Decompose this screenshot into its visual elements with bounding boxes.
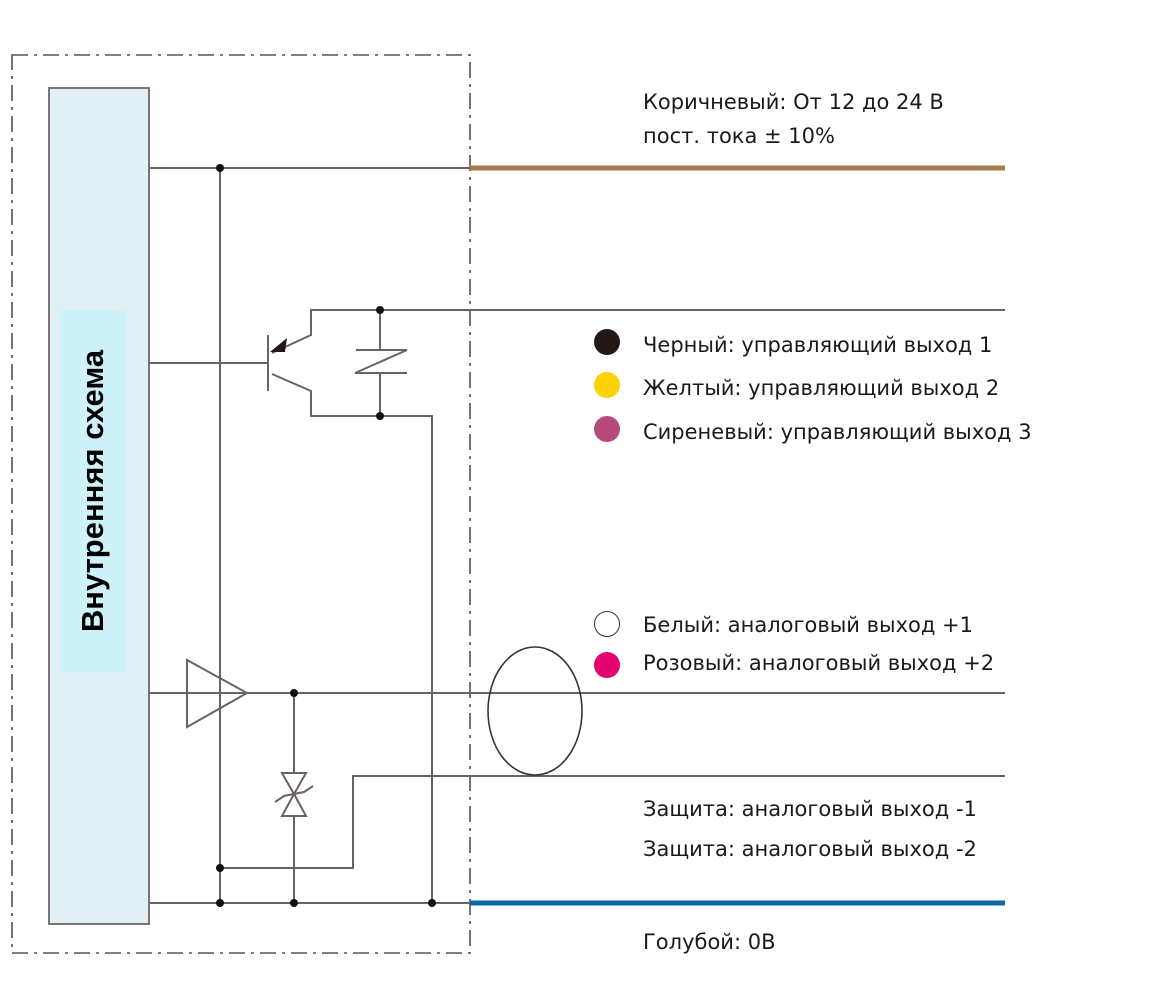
lilac-wire-dot-icon xyxy=(594,416,620,442)
control-output-2-label: Желтый: управляющий выход 2 xyxy=(643,376,1000,400)
analog-output-2-label: Розовый: аналоговый выход +2 xyxy=(643,651,995,675)
emitter-wire xyxy=(271,309,1005,354)
brown-wire-label-line1: Коричневый: От 12 до 24 В xyxy=(643,90,944,114)
brown-wire-label-line2: пост. тока ± 10% xyxy=(643,124,835,148)
blue-wire-label: Голубой: 0В xyxy=(643,930,776,954)
junction-dot xyxy=(428,899,436,907)
pink-wire-dot-icon xyxy=(594,652,620,678)
junction-dot xyxy=(290,899,298,907)
junction-dot xyxy=(376,412,384,420)
white-wire-dot-icon xyxy=(594,611,620,637)
amplifier-icon xyxy=(186,658,250,729)
transistor-arrow-icon xyxy=(270,338,287,352)
protection-element-icon xyxy=(354,349,408,374)
internal-circuit-label: Внутренняя схема xyxy=(75,349,110,633)
yellow-wire-dot-icon xyxy=(594,372,620,398)
analog-output-1-label: Белый: аналоговый выход +1 xyxy=(643,613,974,637)
black-wire-dot-icon xyxy=(594,329,620,355)
shield-wire xyxy=(220,775,1005,869)
cable-shield-ellipse xyxy=(487,646,583,776)
junction-dot xyxy=(216,864,224,872)
collector-wire xyxy=(271,373,433,903)
junction-dot xyxy=(216,164,224,172)
internal-circuit-label-bg xyxy=(60,310,126,672)
shield-label-line2: Защита: аналоговый выход -2 xyxy=(643,837,977,861)
control-output-3-label: Сиреневый: управляющий выход 3 xyxy=(643,420,1032,444)
junction-dot xyxy=(216,899,224,907)
sensor-enclosure xyxy=(11,54,471,954)
shield-label-line1: Защита: аналоговый выход -1 xyxy=(643,797,977,821)
control-output-1-label: Черный: управляющий выход 1 xyxy=(643,333,993,357)
junction-dot xyxy=(376,306,384,314)
junction-dot xyxy=(290,689,298,697)
tvs-diode-icon xyxy=(274,772,314,817)
